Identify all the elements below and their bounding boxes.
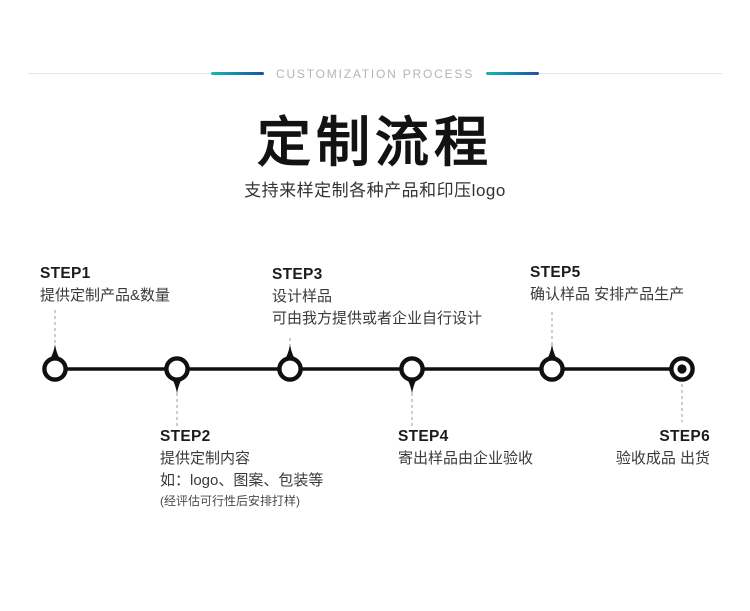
hairline-left xyxy=(28,73,211,74)
gradient-segment-left xyxy=(210,72,264,75)
step-4-title: STEP4 xyxy=(398,428,449,445)
dashed-connectors xyxy=(54,310,683,428)
step-2-line: 如：logo、图案、包装等 xyxy=(160,472,324,490)
step-1-block: STEP1 提供定制产品&数量 xyxy=(40,263,170,307)
section-subtitle: 支持来样定制各种产品和印压logo xyxy=(244,181,506,200)
gradient-segment-right xyxy=(486,72,540,75)
node-step3 xyxy=(277,356,303,382)
step-4-line: 寄出样品由企业验收 xyxy=(398,450,534,468)
step-1-line: 提供定制产品&数量 xyxy=(40,287,171,305)
step-2-line: 提供定制内容 xyxy=(160,450,251,468)
step-6-block: STEP6 验收成品 出货 xyxy=(616,426,710,470)
step-4-block: STEP4 寄出样品由企业验收 xyxy=(398,426,533,470)
eyebrow-label: CUSTOMIZATION PROCESS xyxy=(275,66,475,81)
step-3-block: STEP3 设计样品 可由我方提供或者企业自行设计 xyxy=(272,264,482,330)
node-step1 xyxy=(42,356,68,382)
eyebrow-divider: CUSTOMIZATION PROCESS xyxy=(28,66,723,81)
node-step4 xyxy=(399,356,425,382)
step-6-line: 验收成品 出货 xyxy=(615,450,710,468)
step-6-title: STEP6 xyxy=(659,428,710,445)
hairline-right xyxy=(539,73,723,74)
step-2-note: (经评估可行性后安排打样) xyxy=(160,493,300,508)
node-step5 xyxy=(539,356,565,382)
node-step6-bullseye-dot xyxy=(677,364,687,374)
step-3-line: 可由我方提供或者企业自行设计 xyxy=(272,310,483,328)
step-5-block: STEP5 确认样品 安排产品生产 xyxy=(530,262,684,306)
step-2-title: STEP2 xyxy=(160,428,211,445)
step-5-line: 确认样品 安排产品生产 xyxy=(530,286,685,304)
step-3-title: STEP3 xyxy=(272,266,323,283)
step-2-block: STEP2 提供定制内容 如：logo、图案、包装等 (经评估可行性后安排打样) xyxy=(160,426,323,510)
step-5-title: STEP5 xyxy=(530,264,581,281)
step-3-line: 设计样品 xyxy=(272,288,333,306)
step-1-title: STEP1 xyxy=(40,265,91,282)
node-step2 xyxy=(164,356,190,382)
section-title: 定制流程 xyxy=(257,113,493,173)
